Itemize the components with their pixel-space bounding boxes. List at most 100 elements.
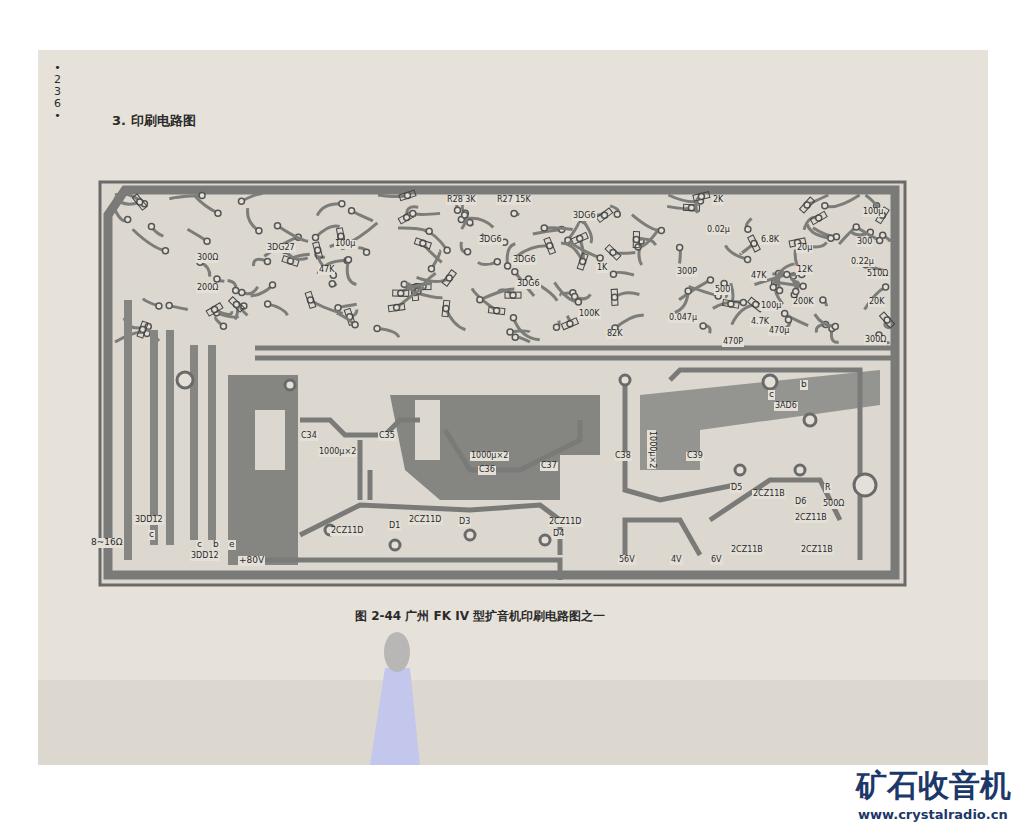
component-label: 100μ (862, 208, 884, 217)
component-label: 510Ω (866, 270, 889, 279)
component-label: 470μ (768, 327, 790, 336)
component-label: 1K (596, 264, 608, 273)
page-number: • 236 • (52, 62, 63, 122)
resistor-symbol (393, 290, 409, 296)
pad (156, 303, 162, 309)
component-label: 200K (792, 298, 815, 307)
component-label: 100μ (334, 240, 356, 249)
resistor-symbol (313, 242, 323, 259)
pad (689, 205, 695, 211)
pad (426, 228, 432, 234)
pad (510, 292, 516, 298)
pad (505, 263, 511, 269)
pad (162, 248, 168, 254)
component-label: D6 (794, 498, 807, 507)
pad (264, 258, 270, 264)
trace (317, 204, 342, 216)
trace (264, 237, 298, 256)
component-label: 300 (856, 238, 873, 247)
pad (166, 303, 172, 309)
resistor-symbol (442, 300, 450, 317)
pad (793, 289, 799, 295)
resistor-symbol (229, 297, 245, 312)
resistor-symbol (722, 300, 739, 309)
trace (725, 245, 747, 259)
pad (148, 224, 154, 230)
component-label: C37 (540, 462, 558, 471)
trace (480, 289, 514, 300)
pad (610, 271, 616, 277)
trace (248, 208, 259, 231)
resistor-symbol (577, 253, 588, 270)
paper-shadow (38, 680, 988, 765)
trace (561, 243, 583, 261)
component-label: 2K (712, 196, 724, 205)
pad (270, 282, 276, 288)
component-label: 470P (722, 338, 744, 347)
component-label: 47K (750, 272, 767, 281)
small-traces (115, 190, 895, 343)
pad (597, 255, 603, 261)
pad (782, 311, 788, 317)
component-label: 2CZ11D (548, 518, 583, 527)
component-label: 300Ω (196, 254, 219, 263)
resistor-symbol (414, 238, 431, 249)
pad (677, 244, 683, 250)
pad (349, 208, 355, 214)
resistor-symbol (605, 245, 621, 260)
resistor-symbol (693, 192, 710, 202)
pad (507, 329, 513, 335)
section-title: 3. 印刷电路图 (112, 114, 196, 128)
component-label: C36 (478, 466, 496, 475)
pad (785, 317, 791, 323)
pad (220, 323, 226, 329)
trace (413, 213, 440, 214)
component-label: 500 (714, 286, 731, 295)
component-label: 2CZ11D (330, 527, 365, 536)
resistor-symbol (800, 197, 815, 213)
resistor-symbol (305, 291, 316, 308)
component-label: 2CZ11B (794, 514, 828, 523)
pad (374, 325, 380, 331)
trace (774, 282, 803, 286)
component-label: c (196, 540, 203, 550)
pad (572, 294, 578, 300)
component-label: 82K (606, 330, 623, 339)
resistor-symbol (880, 312, 895, 328)
component-label: 200Ω (196, 284, 219, 293)
trace (675, 291, 688, 312)
pad (462, 212, 468, 218)
watermark-url: www.crystalradio.cn (858, 808, 1008, 822)
pad (215, 210, 221, 216)
pad (575, 299, 581, 305)
component-label: 3DD12 (134, 516, 164, 525)
resistor-symbol (633, 232, 639, 248)
pad (728, 301, 734, 307)
pad (877, 237, 883, 243)
component-label: 6V (710, 556, 723, 565)
trace (398, 228, 429, 231)
component-label: 0.047μ (668, 314, 698, 323)
pad (745, 226, 751, 232)
pad (614, 211, 620, 217)
pad (352, 322, 358, 328)
component-label: R27 15K (496, 196, 532, 205)
pad (494, 259, 500, 265)
pad (313, 234, 319, 240)
component-label: 0.22μ (850, 258, 875, 267)
pad (800, 283, 806, 289)
trace (615, 315, 644, 328)
pad (345, 257, 351, 263)
pad (777, 287, 783, 293)
resistor-symbol (611, 289, 618, 305)
pad (635, 244, 641, 250)
trace (615, 293, 640, 297)
pad (443, 306, 449, 312)
component-label: 3AD6 (774, 402, 798, 411)
component-label: e (228, 540, 236, 550)
component-label: b (212, 540, 220, 550)
pad (335, 305, 341, 311)
component-label: C34 (300, 432, 318, 441)
pad (658, 228, 664, 234)
component-label: 3DD12 (190, 552, 220, 561)
